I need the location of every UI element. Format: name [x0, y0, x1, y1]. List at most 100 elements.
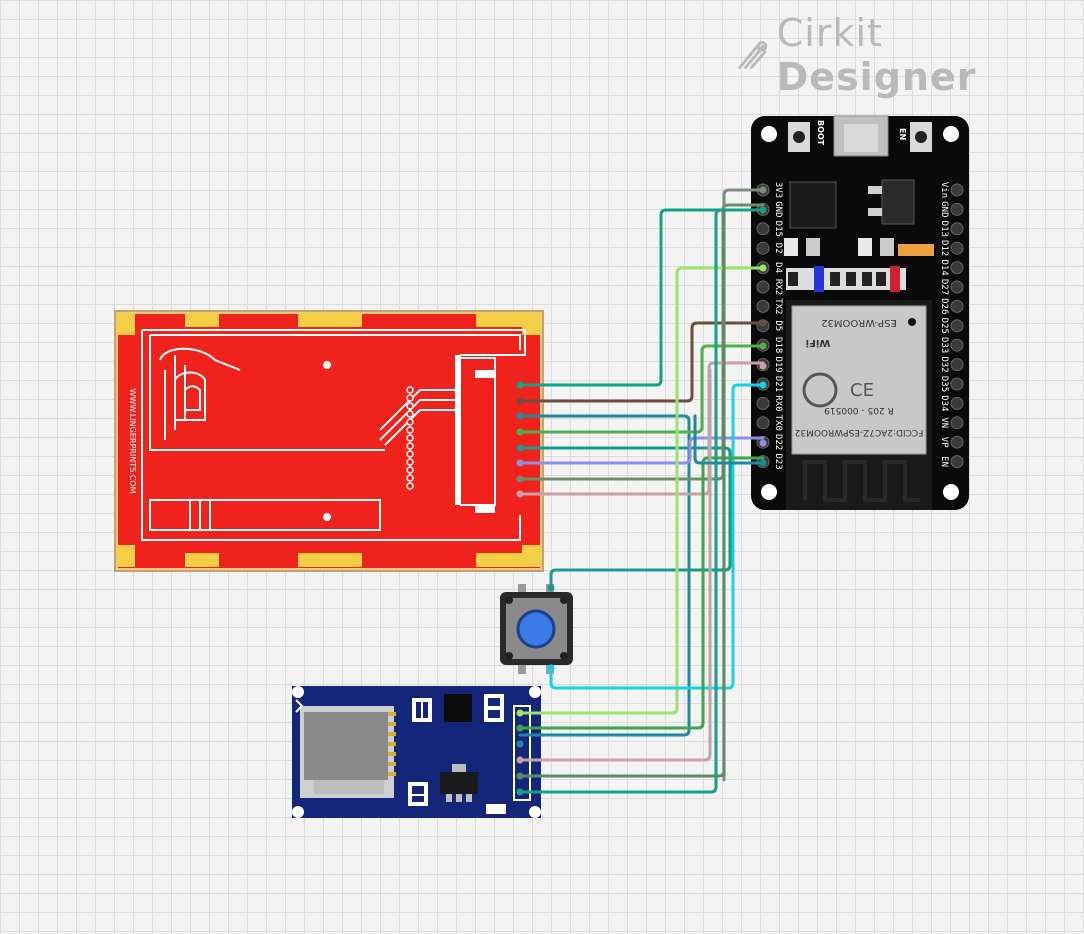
- wire-endpoint[interactable]: [759, 381, 767, 389]
- tft-url-text: WWW.LINGERPRINTS.COM: [128, 389, 137, 494]
- module-cert: R 205 - 000519: [824, 405, 894, 415]
- wire-endpoint[interactable]: [547, 664, 555, 672]
- sd-pin-header: [513, 705, 531, 801]
- right-pin-label: EN: [939, 456, 949, 467]
- boot-label: BOOT: [816, 120, 825, 146]
- right-header-pins: [950, 183, 964, 469]
- push-button-cap[interactable]: [516, 609, 556, 649]
- wires: [518, 188, 765, 794]
- wire-endpoint[interactable]: [516, 397, 524, 405]
- wire-endpoint[interactable]: [516, 724, 524, 732]
- wire-endpoint[interactable]: [759, 439, 767, 447]
- left-pin-tx0[interactable]: [756, 416, 770, 430]
- wire-endpoint[interactable]: [516, 412, 524, 420]
- wire-endpoint[interactable]: [516, 788, 524, 796]
- brand-name: Cirkit Designer: [777, 11, 1084, 99]
- right-pin-label: D33: [939, 337, 949, 353]
- wire-sd-teal: [518, 208, 765, 794]
- brand-name-light: Cirkit: [776, 11, 883, 55]
- right-pin-vn[interactable]: [950, 416, 964, 430]
- right-pin-d25[interactable]: [950, 319, 964, 333]
- wire-endpoint[interactable]: [516, 381, 524, 389]
- wire-teal-1: [518, 208, 765, 387]
- left-pin-d2[interactable]: [756, 241, 770, 255]
- wire-endpoints: [516, 186, 767, 796]
- wire-endpoint[interactable]: [516, 459, 524, 467]
- wire-endpoint[interactable]: [516, 740, 524, 748]
- right-pin-labels: VinGNDD13D12D14D27D26D25D33D32D35D34VNVP…: [939, 182, 949, 467]
- right-pin-label: D26: [939, 298, 949, 314]
- wire-endpoint[interactable]: [516, 709, 524, 717]
- tft-holes: [323, 361, 331, 521]
- wire-endpoint[interactable]: [516, 444, 524, 452]
- wire-endpoint[interactable]: [759, 342, 767, 350]
- right-pin-label: VP: [939, 437, 949, 448]
- left-pin-label: D5: [773, 320, 783, 331]
- right-pin-gnd[interactable]: [950, 202, 964, 216]
- module-wifi: WiFi: [806, 337, 831, 348]
- wire-green: [518, 344, 765, 434]
- right-pin-label: Vin: [939, 182, 949, 198]
- right-pin-label: D13: [939, 221, 949, 237]
- push-button[interactable]: [500, 584, 573, 674]
- en-button-cap: [915, 131, 927, 143]
- left-pin-rx0[interactable]: [756, 396, 770, 410]
- tft-traces: [141, 329, 526, 541]
- left-pin-label: D23: [773, 453, 783, 469]
- right-pin-en[interactable]: [950, 455, 964, 469]
- wire-endpoint[interactable]: [759, 362, 767, 370]
- left-pin-label: TX2: [773, 298, 783, 314]
- wire-pink: [518, 361, 765, 496]
- wire-sd-olive: [518, 208, 726, 778]
- sd-card-module[interactable]: [292, 686, 541, 818]
- wire-endpoint[interactable]: [759, 206, 767, 214]
- right-pin-d26[interactable]: [950, 299, 964, 313]
- wire-teal-2: [518, 446, 732, 590]
- boot-button-cap: [793, 131, 805, 143]
- left-pin-labels: 3V3GNDD15D2D4RX2TX2D5D18D19D21RX0TX0D22D…: [773, 182, 783, 470]
- wire-brown: [518, 321, 765, 403]
- left-pin-d15[interactable]: [756, 222, 770, 236]
- tft-display[interactable]: WWW.LINGERPRINTS.COM: [114, 310, 544, 572]
- left-pin-label: 3V3: [773, 182, 783, 198]
- right-pin-d35[interactable]: [950, 377, 964, 391]
- wire-endpoint[interactable]: [516, 475, 524, 483]
- left-pin-label: D2: [773, 243, 783, 254]
- right-pin-d34[interactable]: [950, 396, 964, 410]
- right-pin-label: D12: [939, 240, 949, 256]
- wire-endpoint[interactable]: [547, 584, 555, 592]
- left-pin-tx2[interactable]: [756, 299, 770, 313]
- left-pin-label: D22: [773, 434, 783, 450]
- tft-pads: [406, 386, 414, 490]
- left-pin-label: TX0: [773, 415, 783, 431]
- wire-endpoint[interactable]: [759, 264, 767, 272]
- right-pin-d12[interactable]: [950, 241, 964, 255]
- right-pin-d27[interactable]: [950, 280, 964, 294]
- usb-port-inner: [844, 124, 878, 152]
- sd-regulator: [440, 772, 478, 794]
- right-pin-vin[interactable]: [950, 183, 964, 197]
- wire-endpoint[interactable]: [516, 490, 524, 498]
- wire-endpoint[interactable]: [759, 319, 767, 327]
- right-pin-d33[interactable]: [950, 338, 964, 352]
- ce-mark: CE: [850, 380, 874, 401]
- wire-endpoint[interactable]: [759, 459, 767, 467]
- wire-endpoint[interactable]: [516, 756, 524, 764]
- left-pin-label: D18: [773, 337, 783, 353]
- esp32-devkit[interactable]: BOOT EN: [751, 115, 969, 510]
- right-pin-vp[interactable]: [950, 435, 964, 449]
- left-pin-rx2[interactable]: [756, 280, 770, 294]
- right-pin-d14[interactable]: [950, 261, 964, 275]
- right-pin-label: D34: [939, 395, 949, 411]
- wire-gray: [722, 188, 765, 782]
- right-pin-d13[interactable]: [950, 222, 964, 236]
- wire-endpoint[interactable]: [516, 428, 524, 436]
- right-pin-d32[interactable]: [950, 358, 964, 372]
- wire-cyan: [549, 383, 765, 690]
- left-pin-label: D19: [773, 356, 783, 372]
- right-pin-label: D25: [939, 318, 949, 334]
- wire-endpoint[interactable]: [516, 772, 524, 780]
- wire-endpoint[interactable]: [759, 186, 767, 194]
- right-pin-label: D32: [939, 356, 949, 372]
- esp32-mount-holes: [761, 126, 959, 500]
